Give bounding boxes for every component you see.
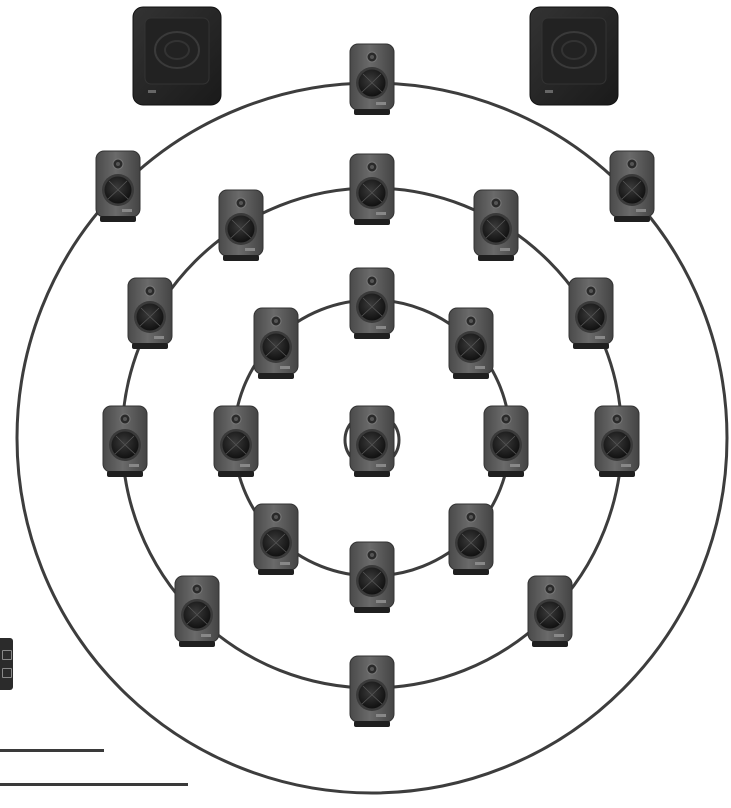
speaker-icon xyxy=(214,406,258,477)
speaker-inner-top xyxy=(350,268,394,339)
speaker-icon xyxy=(128,278,172,349)
speaker-outer-top xyxy=(350,44,394,115)
speaker-icon xyxy=(96,151,140,222)
speaker-icon xyxy=(350,154,394,225)
subwoofer-right xyxy=(530,7,618,105)
speaker-icon xyxy=(254,504,298,575)
speaker-icon xyxy=(175,576,219,647)
speaker-inner-upper-right xyxy=(449,308,493,379)
speaker-inner-left xyxy=(214,406,258,477)
speaker-icon xyxy=(350,268,394,339)
speaker-middle-right xyxy=(595,406,639,477)
speaker-icon xyxy=(449,504,493,575)
speaker-inner-lower-left xyxy=(254,504,298,575)
speaker-icon xyxy=(610,151,654,222)
subwoofer-icon xyxy=(530,7,618,105)
speaker-icon xyxy=(103,406,147,477)
speaker-icon xyxy=(350,542,394,613)
speaker-inner-upper-left xyxy=(254,308,298,379)
speaker-icon xyxy=(350,44,394,115)
speaker-middle-upper-right xyxy=(474,190,518,261)
subwoofer-icon xyxy=(133,7,221,105)
subwoofer-left xyxy=(133,7,221,105)
speaker-icon xyxy=(254,308,298,379)
speaker-middle-top xyxy=(350,154,394,225)
speaker-outer-upper-right xyxy=(610,151,654,222)
speaker-middle-right-high xyxy=(569,278,613,349)
speaker-middle-bottom xyxy=(350,656,394,727)
speaker-icon xyxy=(569,278,613,349)
speaker-middle-lower-left xyxy=(175,576,219,647)
speaker-center xyxy=(350,406,394,477)
speaker-middle-upper-left xyxy=(219,190,263,261)
scale-line-upper xyxy=(0,749,104,752)
speaker-icon xyxy=(484,406,528,477)
speaker-middle-left xyxy=(103,406,147,477)
speaker-outer-upper-left xyxy=(96,151,140,222)
speaker-icon xyxy=(595,406,639,477)
scale-line-lower xyxy=(0,783,188,786)
speaker-icon xyxy=(474,190,518,261)
speaker-middle-left-high xyxy=(128,278,172,349)
speaker-icon xyxy=(528,576,572,647)
speaker-inner-bottom xyxy=(350,542,394,613)
speaker-icon xyxy=(449,308,493,379)
speaker-icon xyxy=(350,656,394,727)
speaker-icon xyxy=(219,190,263,261)
speaker-middle-lower-right xyxy=(528,576,572,647)
speaker-icon xyxy=(350,406,394,477)
speaker-inner-lower-right xyxy=(449,504,493,575)
cropped-device-icon xyxy=(0,638,13,690)
speaker-inner-right xyxy=(484,406,528,477)
